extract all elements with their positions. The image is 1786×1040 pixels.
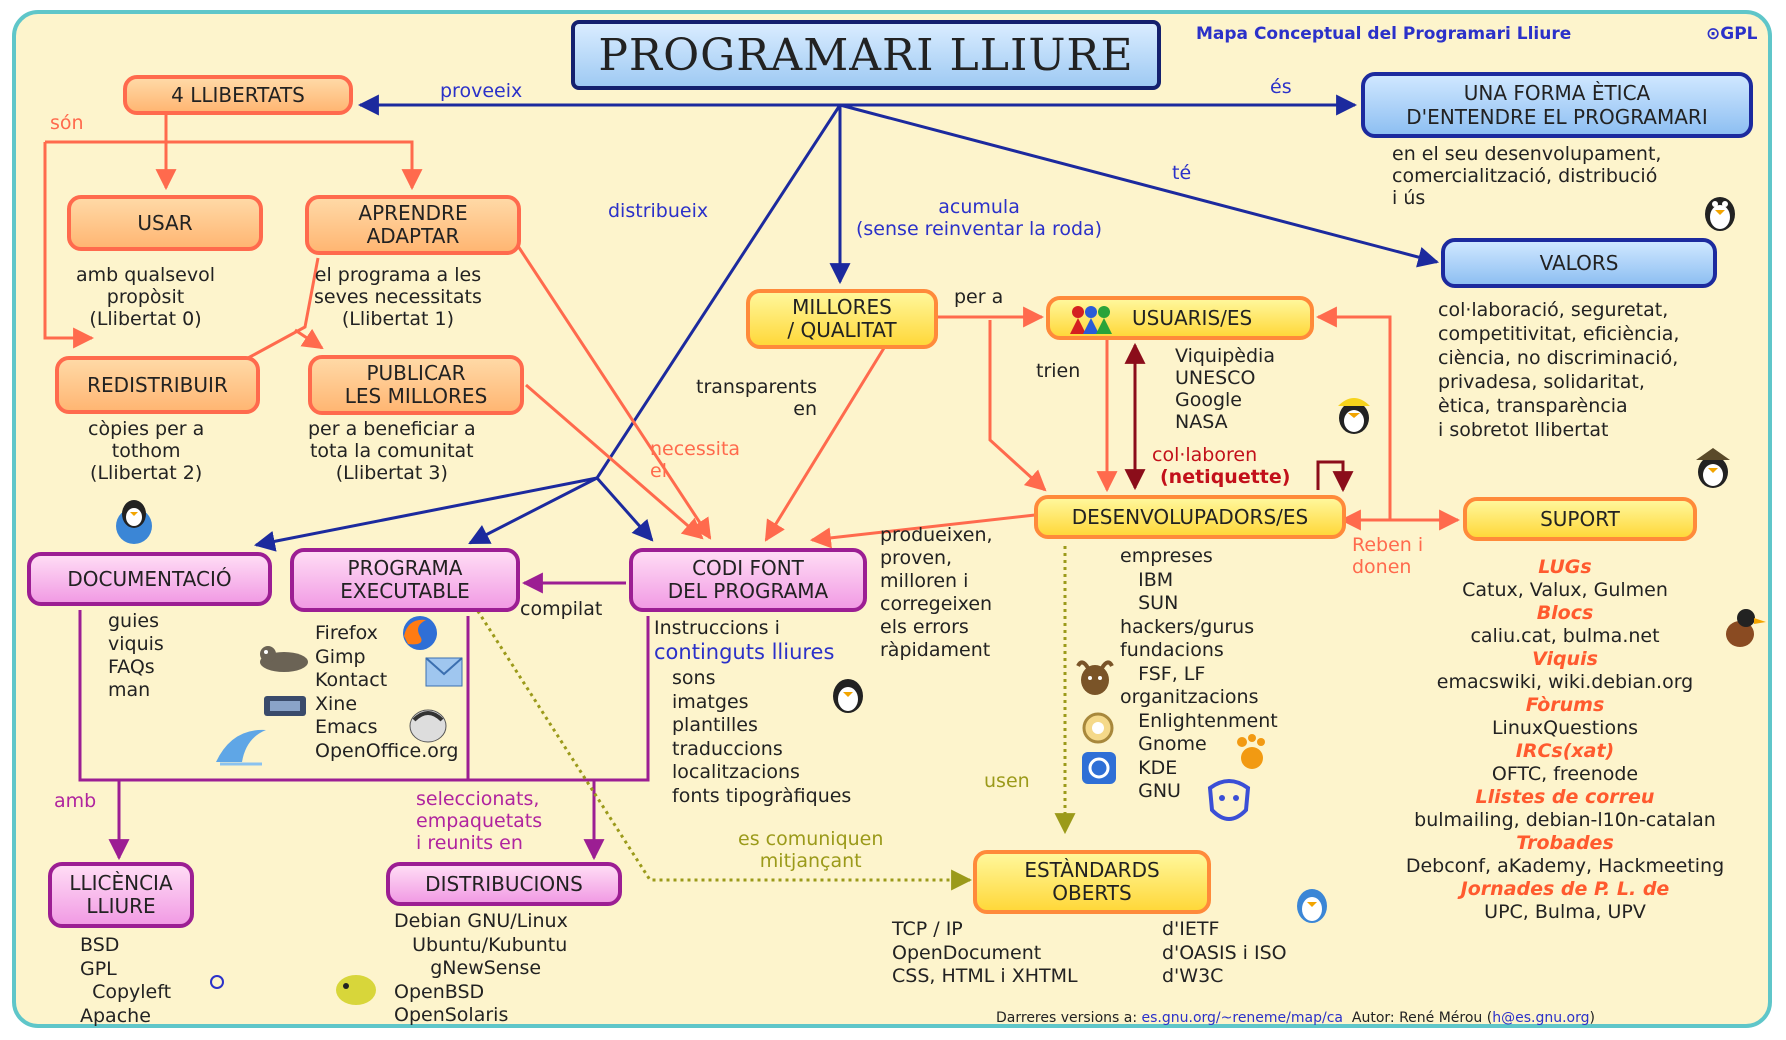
node-desenvolupadors[interactable]: DESENVOLUPADORS/ES <box>1034 495 1346 539</box>
suport-body-ircs: OFTC, freenode <box>1491 763 1639 785</box>
footer-email[interactable]: h@es.gnu.org <box>1492 1010 1590 1026</box>
node-aprendre-adaptar[interactable]: APRENDRE ADAPTAR <box>305 195 521 255</box>
gnu-logo-icon <box>1202 776 1256 832</box>
node-estandards-oberts[interactable]: ESTÀNDARDS OBERTS <box>973 850 1211 914</box>
node-codi-font[interactable]: CODI FONT DEL PROGRAMA <box>629 548 867 612</box>
pufferfish-icon <box>330 970 382 1014</box>
suport-body-lugs: Catux, Valux, Gulmen <box>1462 579 1668 601</box>
node-millores-qualitat[interactable]: MILLORES / QUALITAT <box>746 289 938 349</box>
codi-intro: Instruccions i <box>654 617 780 639</box>
label-transparents: transparents en <box>696 376 818 420</box>
map-subtitle: Mapa Conceptual del Programari Lliure <box>1196 24 1572 44</box>
forma-etica-desc: en el seu desenvolupament, comercialitza… <box>1392 143 1662 209</box>
label-trien: trien <box>1036 360 1081 382</box>
label-es-comuniquen: es comuniquen mitjançant <box>738 828 884 872</box>
emacs-icon <box>404 700 452 750</box>
people-icon <box>1068 304 1114 341</box>
suport-head-viquis: Viquis <box>1532 648 1598 670</box>
penguin-icon <box>1698 188 1742 236</box>
node-usar[interactable]: USAR <box>67 195 263 251</box>
label-seleccionats: seleccionats, empaquetats i reunits en <box>416 788 543 854</box>
penguin-pirate-icon <box>1690 444 1736 494</box>
label-necessita: necessita el <box>650 438 741 482</box>
prog-list: Firefox Gimp Kontact Xine Emacs OpenOffi… <box>315 622 459 762</box>
valors-desc: col·laboració, seguretat, competitivitat… <box>1438 299 1680 441</box>
estandards-left: TCP / IP OpenDocument CSS, HTML i XHTML <box>892 918 1078 987</box>
label-son: són <box>50 112 84 134</box>
suport-head-forums: Fòrums <box>1525 694 1605 716</box>
kontact-icon <box>422 652 470 696</box>
gnome-icon <box>1232 732 1268 776</box>
desenv-list: empreses IBM SUN hackers/gurus fundacion… <box>1120 545 1278 802</box>
usuaris-label: USUARIS/ES <box>1132 305 1253 330</box>
distrib-list: Debian GNU/Linux Ubuntu/Kubuntu gNewSens… <box>394 910 568 1026</box>
suport-body-viquis: emacswiki, wiki.debian.org <box>1436 671 1694 693</box>
publicar-desc: per a beneficiar a tota la comunitat (Ll… <box>308 418 476 484</box>
codi-list: sons imatges plantilles traduccions loca… <box>672 667 852 807</box>
penguin-globe-icon <box>106 490 162 550</box>
node-usuaris[interactable]: USUARIS/ES <box>1046 296 1314 340</box>
node-4-llibertats[interactable]: 4 LLIBERTATS <box>123 75 353 115</box>
label-amb: amb <box>54 790 97 812</box>
suport-body-trobades: Debconf, aKademy, Hackmeeting <box>1405 855 1725 877</box>
node-suport[interactable]: SUPORT <box>1463 497 1697 541</box>
usuaris-list: Viquipèdia UNESCO Google NASA <box>1175 345 1275 433</box>
suport-body-blocs: caliu.cat, bulma.net <box>1470 625 1660 647</box>
codi-link: continguts lliures <box>654 640 835 664</box>
node-programa-executable[interactable]: PROGRAMA EXECUTABLE <box>290 548 520 612</box>
label-col-laboren: col·laboren <box>1152 444 1258 466</box>
node-distribucions[interactable]: DISTRIBUCIONS <box>386 862 622 906</box>
node-forma-etica[interactable]: UNA FORMA ÈTICA D'ENTENDRE EL PROGRAMARI <box>1361 72 1753 138</box>
suport-list: LUGs Catux, Valux, Gulmen Blocs caliu.ca… <box>1360 556 1770 924</box>
aprendre-desc: el programa a les seves necessitats (Lli… <box>314 264 482 330</box>
penguin-nun-icon <box>822 668 874 720</box>
usar-desc: amb qualsevol propòsit (Llibertat 0) <box>76 264 216 330</box>
label-te: té <box>1172 162 1192 184</box>
node-documentacio[interactable]: DOCUMENTACIÓ <box>27 552 272 606</box>
suport-body-llistes: bulmailing, debian-l10n-catalan <box>1414 809 1716 831</box>
footer-url[interactable]: es.gnu.org/~reneme/map/ca <box>1141 1010 1343 1026</box>
estandards-right: d'IETF d'OASIS i ISO d'W3C <box>1162 918 1287 987</box>
label-acumula: acumula (sense reinventar la roda) <box>856 196 1103 240</box>
gpl-badge: ⊙GPL <box>1706 24 1758 44</box>
doc-list: guies viquis FAQs man <box>108 610 164 701</box>
bird-icon <box>1718 604 1768 656</box>
suport-head-jornades: Jornades de P. L. de <box>1460 878 1670 900</box>
penguin-blue-icon <box>1288 878 1336 930</box>
title-node[interactable]: PROGRAMARI LLIURE <box>571 20 1161 90</box>
node-redistribuir[interactable]: REDISTRIBUIR <box>55 356 260 414</box>
suport-head-blocs: Blocs <box>1536 602 1594 624</box>
kde-icon <box>1080 750 1118 790</box>
redistribuir-desc: còpies per a tothom (Llibertat 2) <box>88 418 205 484</box>
llicencia-list: BSD GPL Copyleft Apache <box>80 934 172 1027</box>
footer-credits: Darreres versions a: es.gnu.org/~reneme/… <box>996 1010 1595 1026</box>
label-proveeix: proveeix <box>440 80 523 102</box>
desenv-desc: produeixen, proven, milloren i corregeix… <box>880 524 993 661</box>
suport-head-ircs: IRCs(xat) <box>1515 740 1615 762</box>
node-publicar-millores[interactable]: PUBLICAR LES MILLORES <box>308 355 524 415</box>
penguin-hardhat-icon <box>1328 388 1380 440</box>
suport-body-forums: LinuxQuestions <box>1491 717 1639 739</box>
firefox-icon <box>400 614 440 656</box>
suport-head-llistes: Llistes de correu <box>1475 786 1655 808</box>
node-llicencia-lliure[interactable]: LLICÈNCIA LLIURE <box>48 862 194 928</box>
label-per-a: per a <box>954 286 1004 308</box>
enlightenment-icon <box>1080 710 1116 750</box>
label-compilat: compilat <box>520 598 603 620</box>
label-es: és <box>1270 76 1292 98</box>
openoffice-icon <box>212 724 270 772</box>
xine-icon <box>262 694 308 722</box>
node-valors[interactable]: VALORS <box>1441 238 1717 288</box>
suport-body-jornades: UPC, Bulma, UPV <box>1484 901 1646 923</box>
label-usen: usen <box>984 770 1030 792</box>
label-distribueix: distribueix <box>608 200 709 222</box>
suport-head-trobades: Trobades <box>1516 832 1614 854</box>
gimp-icon <box>254 640 312 678</box>
label-netiquette: (netiquette) <box>1160 466 1291 488</box>
copyleft-icon <box>210 974 224 993</box>
gnu-head-icon <box>1072 656 1118 702</box>
label-reben-donen: Reben i donen <box>1352 534 1424 578</box>
suport-head-lugs: LUGs <box>1538 556 1592 578</box>
